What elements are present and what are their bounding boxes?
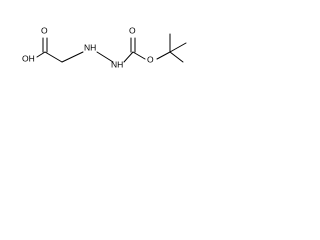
bond-nh-carbamate-c bbox=[123, 51, 134, 63]
bond-carbamate-ester-o bbox=[132, 51, 146, 60]
atom-label-hydroxyl: OH bbox=[22, 53, 35, 63]
atom-label-oxygen-carbonyl-acid: O bbox=[41, 25, 48, 35]
atom-label-oxygen-ester: O bbox=[147, 54, 154, 64]
bond-cooh-ch2 bbox=[44, 51, 63, 63]
atom-label-nitrogen-2: NH bbox=[111, 59, 123, 69]
bond-ester-o-tbu bbox=[156, 51, 171, 60]
bond-tbu-methyl-right bbox=[169, 42, 187, 53]
bond-cooh-hydroxyl bbox=[36, 51, 46, 58]
bond-tbu-methyl-down bbox=[169, 51, 184, 63]
atom-label-nitrogen-1: NH bbox=[84, 42, 96, 52]
atom-label-oxygen-carbonyl-carbamate: O bbox=[129, 25, 136, 35]
bond-ch2-nh bbox=[61, 51, 84, 63]
bond-nh-nh bbox=[96, 51, 114, 63]
chemical-structure-diagram: O OH NH NH O O bbox=[22, 25, 187, 69]
